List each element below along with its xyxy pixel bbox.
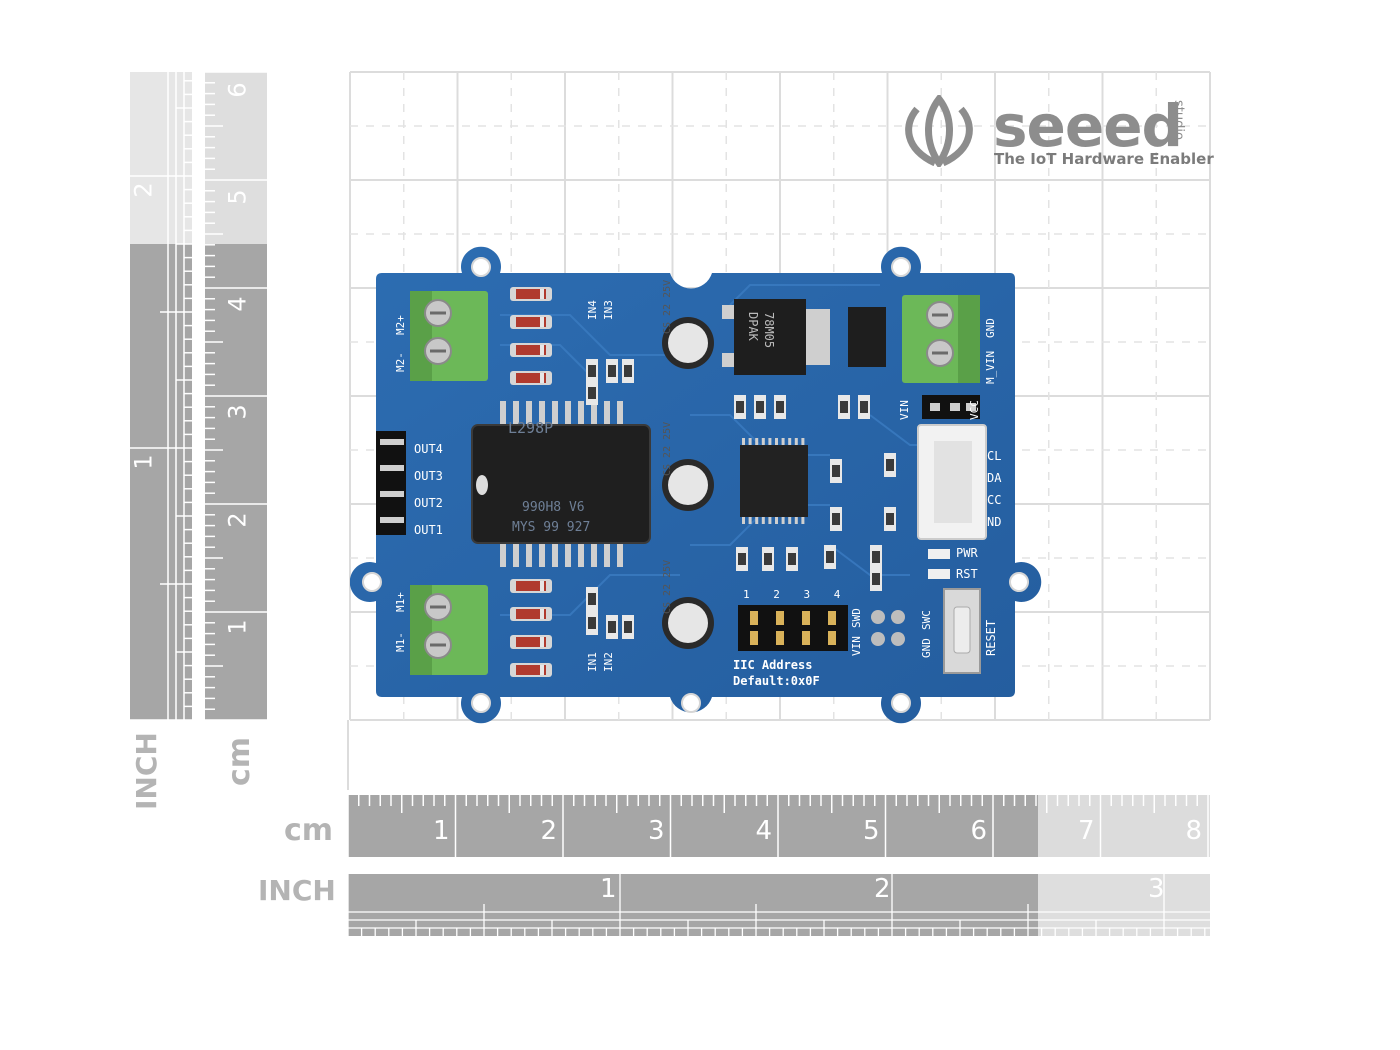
swd-vin-label: VIN: [850, 636, 863, 656]
m2-plus-label: M2+: [394, 315, 407, 335]
mcu-chip: [740, 438, 808, 524]
chip-line-1: L298P: [508, 419, 554, 437]
horizontal-cm-ruler: [348, 795, 1210, 857]
in1-label: IN1: [586, 652, 599, 672]
vcc-jumper-label: VCC: [968, 400, 981, 420]
in4-label: IN4: [586, 300, 599, 320]
motor-driver-board: [350, 246, 1042, 724]
dip-number-1: 1: [743, 588, 750, 601]
horizontal-inch-label: INCH: [258, 874, 336, 907]
reset-button-icon: [943, 588, 981, 674]
grove-vcc-label: CC: [987, 493, 1002, 507]
vertical-cm-number-3: 3: [223, 404, 252, 420]
swd-gnd-label: GND: [920, 638, 933, 658]
capacitor-label-2: CS 22 25V: [662, 421, 673, 476]
vertical-inch-label: INCH: [130, 732, 163, 810]
l298p-chip: [471, 401, 651, 567]
horizontal-inch-number-1: 1: [600, 874, 617, 904]
brand-tagline: The IoT Hardware Enabler: [994, 150, 1214, 168]
mvin-label: M_VIN: [984, 350, 997, 384]
vertical-cm-ruler: [205, 72, 267, 721]
address-dip-header: [738, 605, 848, 651]
iic-default-label: Default:0x0F: [733, 674, 820, 688]
vertical-cm-number-5: 5: [223, 189, 252, 205]
vertical-cm-number-6: 6: [223, 82, 252, 98]
capacitor-2: [662, 459, 714, 511]
seeed-logo-icon: [905, 95, 973, 167]
chip-label: L298P: [508, 418, 553, 438]
capacitor-label-3: CS 22 25V: [662, 559, 673, 614]
capacitor-1: [662, 317, 714, 369]
dip-numbers: 1 2 3 4: [743, 588, 840, 601]
horizontal-cm-number-2: 2: [540, 816, 558, 846]
out2-label: OUT2: [414, 496, 443, 510]
swd-swc-label: SWC: [920, 610, 933, 630]
terminal-block-m2: [410, 291, 488, 381]
gnd-power-label: GND: [984, 318, 997, 338]
out1-label: OUT1: [414, 523, 443, 537]
dip-number-3: 3: [803, 588, 811, 601]
m2-minus-label: M2-: [394, 352, 407, 372]
brand-studio: studio: [1171, 100, 1186, 140]
m1-plus-label: M1+: [394, 592, 407, 612]
rst-label: RST: [956, 567, 978, 581]
grove-connector: [917, 424, 987, 540]
horizontal-cm-number-3: 3: [648, 816, 665, 846]
regulator-line-2: DPAK: [746, 312, 760, 341]
vertical-inch-ruler: [130, 72, 192, 721]
chip-line-3: MYS 99 927: [512, 520, 591, 535]
vertical-inch-number-2: 2: [129, 182, 158, 198]
terminal-block-power: [902, 295, 980, 383]
output-labels: OUT4 OUT3 OUT2 OUT1: [414, 436, 443, 544]
out4-label: OUT4: [414, 442, 443, 456]
horizontal-cm-number-8: 8: [1185, 816, 1203, 846]
iic-address-label: IIC Address: [733, 658, 813, 672]
horizontal-cm-number-1: 1: [433, 816, 450, 846]
in2-label: IN2: [602, 652, 615, 672]
vertical-cm-number-1: 1: [223, 619, 252, 635]
horizontal-cm-number-6: 6: [970, 816, 988, 846]
regulator-line-1: 78M05: [762, 312, 776, 349]
horizontal-cm-number-7: 7: [1078, 816, 1095, 846]
pwr-label: PWR: [956, 546, 978, 560]
in3-label: IN3: [602, 300, 615, 320]
chip-line-2: 990H8 V6: [522, 500, 585, 515]
swd-swd-label: SWD: [850, 608, 863, 628]
voltage-regulator: [722, 299, 886, 375]
grove-gnd-label: ND: [987, 515, 1002, 529]
dip-number-2: 2: [773, 588, 780, 601]
horizontal-inch-number-3: 3: [1148, 874, 1165, 904]
output-header: [376, 431, 406, 535]
brand-name: seeed: [993, 92, 1183, 160]
horizontal-cm-number-5: 5: [863, 816, 880, 846]
horizontal-inch-number-2: 2: [874, 874, 891, 904]
grove-sda-label: DA: [987, 471, 1002, 485]
vin-jumper-label: VIN: [898, 400, 911, 420]
terminal-block-m1: [410, 585, 488, 675]
capacitor-3: [662, 597, 714, 649]
reset-label: RESET: [984, 619, 998, 656]
vertical-cm-number-2: 2: [223, 512, 252, 528]
horizontal-inch-ruler: [348, 874, 1210, 936]
horizontal-cm-number-4: 4: [755, 816, 773, 846]
horizontal-cm-label: cm: [284, 813, 334, 848]
capacitor-label-1: CS 22 25V: [662, 279, 673, 334]
out3-label: OUT3: [414, 469, 443, 483]
grove-scl-label: CL: [987, 449, 1002, 463]
vertical-inch-number-1: 1: [129, 454, 158, 470]
vertical-cm-label: cm: [222, 736, 257, 786]
vertical-cm-number-4: 4: [223, 296, 252, 312]
grove-labels: CL DA CC ND: [987, 445, 1001, 533]
dip-number-4: 4: [833, 588, 841, 601]
m1-minus-label: M1-: [394, 632, 407, 652]
